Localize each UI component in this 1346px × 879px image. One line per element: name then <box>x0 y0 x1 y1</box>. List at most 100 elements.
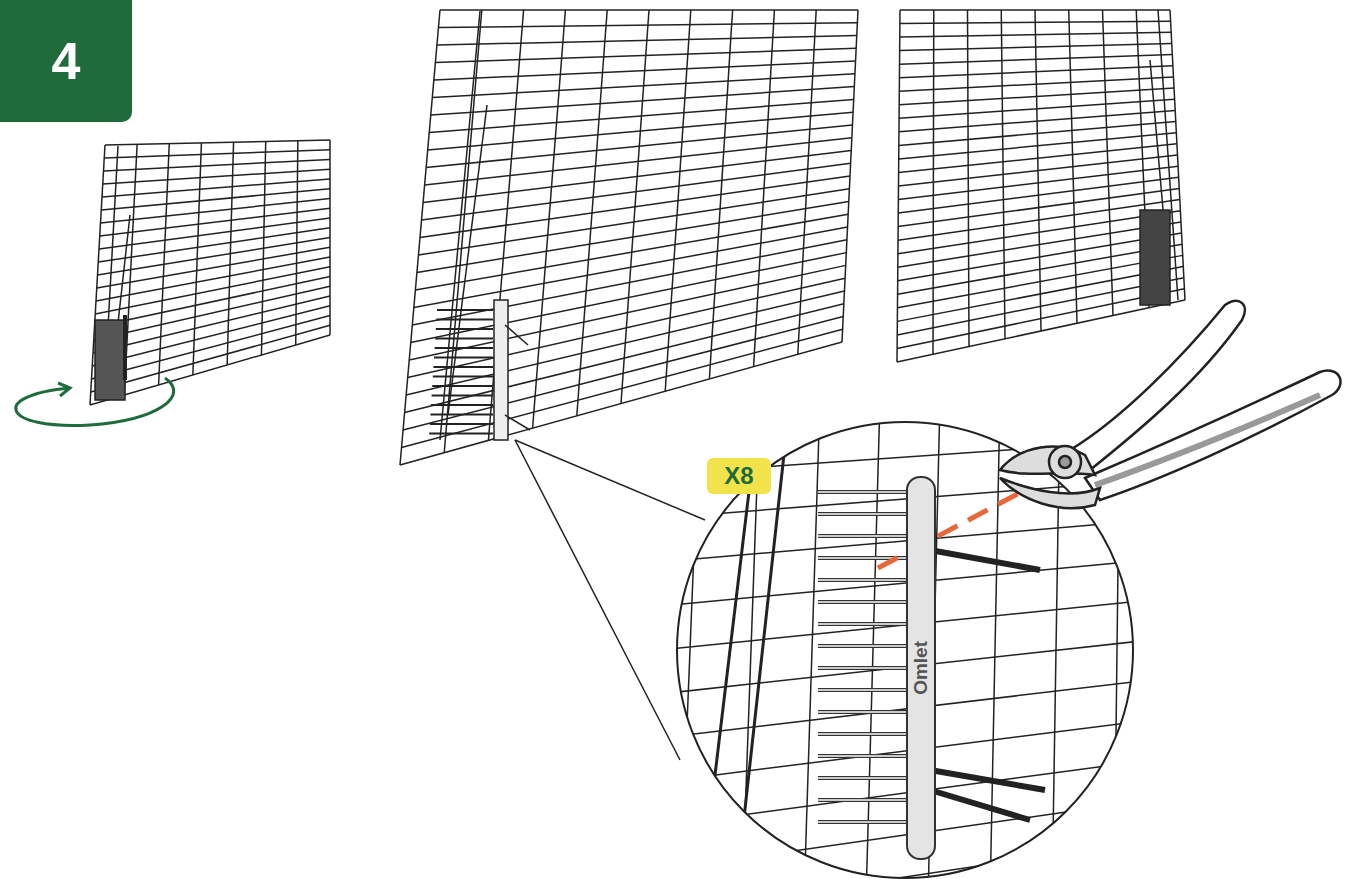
spike <box>432 395 493 397</box>
node-text: Omlet <box>910 641 932 695</box>
grid-wire <box>900 55 1173 65</box>
spike <box>437 309 493 311</box>
spike <box>818 732 910 736</box>
grid-wire <box>414 227 848 307</box>
spike <box>818 600 910 604</box>
grid-wire <box>898 211 1180 254</box>
clip-bar <box>494 300 508 440</box>
grid-wire <box>899 133 1177 159</box>
grid-wire <box>898 222 1181 267</box>
spike <box>436 328 493 330</box>
grid-wire <box>899 144 1177 173</box>
rotate-arrowhead <box>58 383 70 396</box>
spike-shine <box>818 733 910 735</box>
grid-wire <box>105 140 330 145</box>
brace-bar <box>448 105 487 415</box>
pliers <box>1000 301 1341 508</box>
spike <box>818 490 910 494</box>
grid-wire <box>660 400 1150 430</box>
grid-wire <box>405 304 844 413</box>
cable-tie <box>505 415 530 430</box>
clip-bar <box>123 315 127 380</box>
grid-wire <box>900 9 1170 11</box>
grid-wire <box>900 32 1171 37</box>
grid-wire <box>900 21 1171 23</box>
spike <box>818 666 910 670</box>
grid-wire <box>104 160 331 172</box>
grid-wire <box>403 316 843 430</box>
spike <box>435 347 493 349</box>
grid-wire <box>425 138 852 185</box>
grid-wire <box>101 199 331 224</box>
spike-shine <box>818 821 910 823</box>
spike <box>431 404 493 406</box>
spike <box>430 423 493 425</box>
grid-wire <box>660 840 1150 879</box>
clip-bar: Omlet <box>906 476 936 860</box>
spike-strip <box>95 320 125 400</box>
spike-shine <box>818 689 910 691</box>
grid-wire <box>101 189 330 210</box>
grid-wire <box>660 560 1150 606</box>
grid-wire <box>897 300 1185 362</box>
grid-wire <box>438 23 857 28</box>
grid-wire <box>1238 400 1240 879</box>
grid-wire <box>431 87 855 115</box>
grid-wire <box>804 400 820 879</box>
spike <box>818 688 910 692</box>
spike-shine <box>818 579 910 581</box>
grid-wire <box>418 189 849 255</box>
grid-wire <box>660 800 1150 870</box>
spike-shine <box>818 645 910 647</box>
spike <box>436 319 493 321</box>
grid-wire <box>95 267 330 314</box>
cable-tie <box>930 770 1045 790</box>
cable-tie <box>505 325 528 345</box>
spike <box>818 710 910 714</box>
spike <box>433 376 493 378</box>
grid-wire <box>899 99 1175 118</box>
grid-wire <box>866 400 880 879</box>
spike-shine <box>818 799 910 801</box>
grid-wire <box>423 150 851 202</box>
grid-wire <box>898 233 1182 281</box>
grid-wire <box>95 277 331 328</box>
rotate-arrow <box>16 378 174 425</box>
grid-wire <box>400 342 842 465</box>
grid-wire <box>432 74 855 98</box>
grid-wire <box>899 77 1173 91</box>
grid-wire <box>680 400 700 879</box>
grid-wire <box>898 188 1179 226</box>
spike <box>818 776 910 780</box>
grid-wire <box>660 720 1150 782</box>
grid-wire <box>420 176 850 238</box>
spike <box>818 820 910 824</box>
grid-wire <box>900 43 1172 50</box>
grid-wire <box>417 202 849 273</box>
grid-wire <box>94 286 330 340</box>
spike-shine <box>818 513 910 515</box>
grid-wire <box>406 291 844 395</box>
grid-wire <box>104 150 330 158</box>
spike <box>818 534 910 538</box>
grid-wire <box>899 122 1176 146</box>
grid-wire <box>660 760 1150 826</box>
grid-wire <box>440 9 858 11</box>
grid-wire <box>660 520 1150 562</box>
node-text: X8 <box>724 462 753 490</box>
leader-line <box>515 440 705 520</box>
cut-line <box>878 490 1025 568</box>
spike <box>818 798 910 802</box>
spike <box>818 644 910 648</box>
grid-wire <box>402 329 843 447</box>
grid-wire <box>899 66 1172 78</box>
spike-strip <box>1140 210 1170 305</box>
spike <box>434 357 493 359</box>
spike-shine <box>818 491 910 493</box>
spike <box>435 338 493 340</box>
node-text: 4 <box>52 31 81 91</box>
cable-tie <box>930 550 1040 570</box>
step-number: 4 <box>0 0 132 122</box>
